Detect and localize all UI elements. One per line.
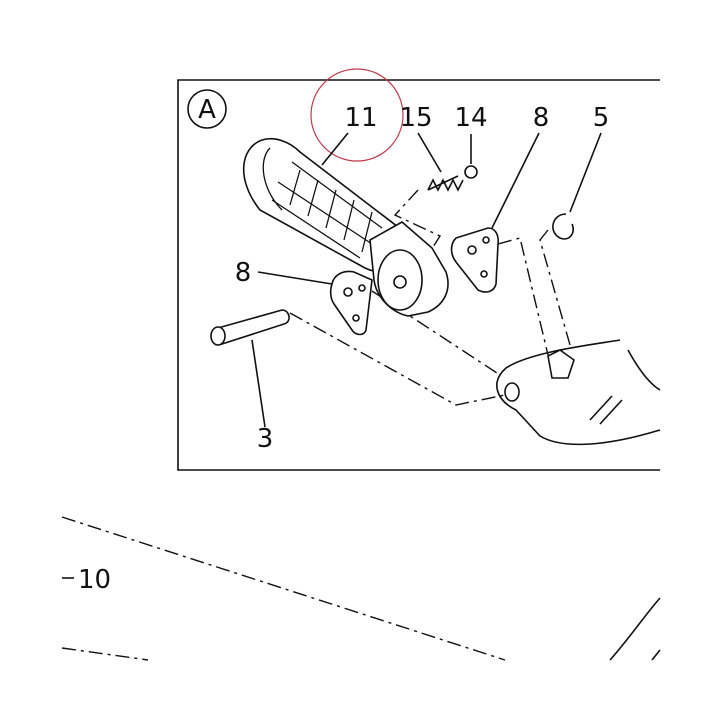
highlight-circle [310,68,404,162]
clip-part [552,213,575,240]
callout-ball: 14 [454,103,487,133]
callout-plate-right: 8 [533,103,550,133]
plate-right-part [450,227,499,293]
pin-part [210,309,290,346]
footpeg-part [242,137,449,317]
callout-pin: 3 [257,424,274,454]
outer-lines [61,516,661,661]
callout-spring: 15 [399,103,432,133]
leader-lines [251,132,602,428]
plate-left-part [329,270,373,336]
callout-plate-left: 8 [235,258,252,288]
inset-label: A [198,95,216,125]
outer-callout: 10 [78,565,111,595]
inset-label-circle [187,89,227,129]
callout-clip: 5 [593,103,610,133]
callout-footpeg: 11 [344,103,377,133]
inset-frame [177,79,660,471]
assembly-lines [289,189,571,406]
ball-part [464,165,478,179]
frame-bracket [496,339,661,446]
spring-part [427,175,464,192]
